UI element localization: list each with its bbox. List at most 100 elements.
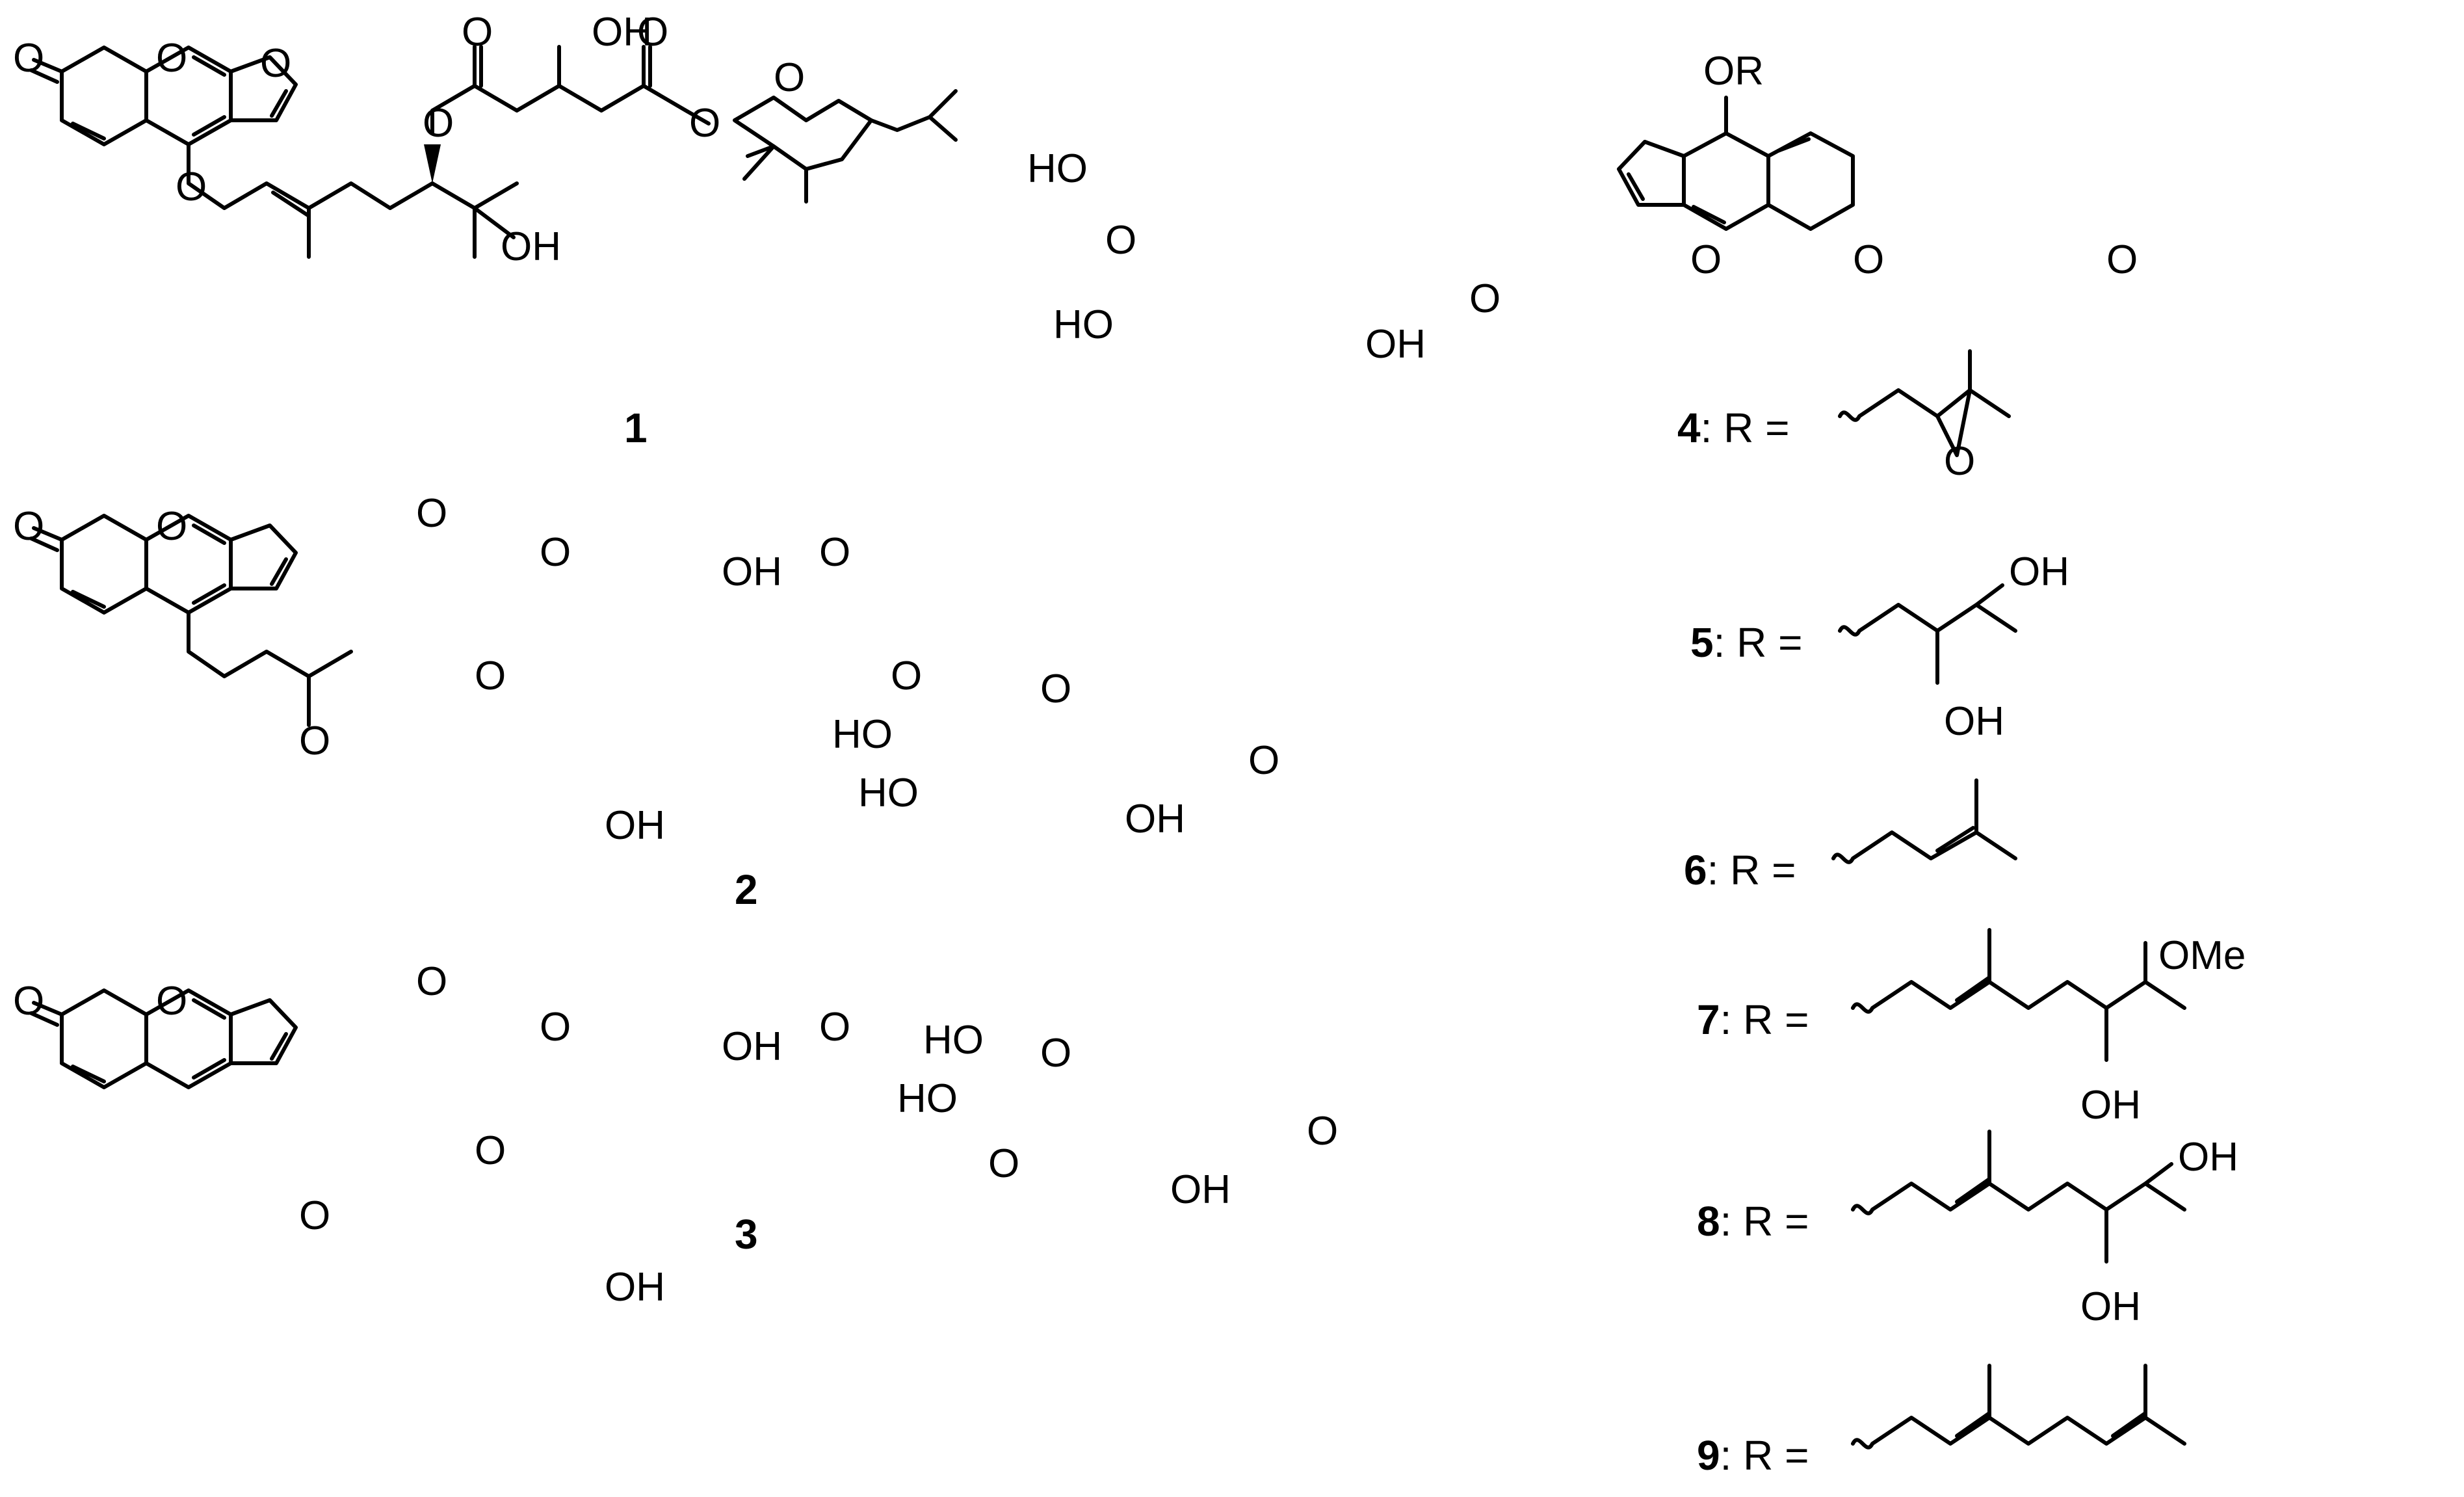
c3-carbonyl-o-2: O xyxy=(540,1005,571,1050)
c3-ether-o: O xyxy=(299,1193,330,1238)
c3-oh-1: OH xyxy=(722,1024,782,1069)
c3-furan-o: O xyxy=(416,959,447,1004)
compound-9-id: 9 xyxy=(1697,1432,1720,1479)
c1-pyranone-double xyxy=(71,122,106,140)
c1-ring-o-2: O xyxy=(1105,218,1136,263)
compound-2-labels: O O O O O O OH O O HO O HO OH O OH 2 xyxy=(13,491,1279,913)
c1-carbonyl-o: O xyxy=(13,36,44,81)
c1-ring-o: O xyxy=(156,36,187,81)
compound-7-id: 7 xyxy=(1697,996,1720,1043)
core-structure-4-9 xyxy=(1617,96,1855,231)
c3-ring-o-2: O xyxy=(1040,1031,1071,1076)
c1-sugar-ho-2: HO xyxy=(1053,302,1114,347)
c2-carbonyl-o-2: O xyxy=(540,530,571,575)
svg-text:4: R =: 4: R = xyxy=(1677,404,1790,451)
c3-carbonyl-o: O xyxy=(13,979,44,1024)
r4-epoxide-chain xyxy=(1838,349,2011,457)
r-label-6: : R = xyxy=(1707,847,1796,894)
compound-1-labels: O O O O O O O O OH OH O O HO HO OH O 1 xyxy=(13,10,1501,451)
c1-carbonyl xyxy=(32,58,64,73)
svg-text:8: R =: 8: R = xyxy=(1697,1198,1809,1245)
compound-3-labels: O O O O O O OH O HO HO O O OH O OH 3 xyxy=(13,959,1338,1310)
compound-8-id: 8 xyxy=(1697,1198,1720,1245)
c2-side-chain xyxy=(187,611,353,727)
svg-text:7: R =: 7: R = xyxy=(1697,996,1809,1043)
c2-sugar-oh: OH xyxy=(1125,797,1185,841)
c3-ring-o: O xyxy=(156,979,187,1024)
c1-tertiary-oh xyxy=(430,181,519,259)
r8-oh-2: OH xyxy=(2080,1284,2141,1329)
r-group-4: 4: R = O xyxy=(1677,349,2011,484)
c1-ether-o: O xyxy=(176,165,207,209)
r5-oh-2: OH xyxy=(1944,699,2004,744)
svg-text:5: R =: 5: R = xyxy=(1690,619,1803,666)
r-group-9: 9: R = xyxy=(1697,1364,2186,1479)
core-pyranone xyxy=(1766,131,1855,231)
compound-2-structure xyxy=(29,514,353,727)
core-benzene xyxy=(1682,131,1770,231)
c3-sugar-ho-2: HO xyxy=(897,1076,958,1121)
r4-epoxide-o: O xyxy=(1944,439,1975,484)
c2-ring-o-2: O xyxy=(1040,667,1071,711)
c1-ester-o-2: O xyxy=(423,101,454,146)
compound-4-id: 4 xyxy=(1677,404,1701,451)
r5-chain xyxy=(1838,583,2017,685)
c2-ether-o: O xyxy=(299,719,330,763)
r-label-9: : R = xyxy=(1720,1432,1809,1479)
r6-prenyl xyxy=(1831,778,2017,864)
r-group-7: 7: R = OMe OH xyxy=(1697,928,2246,1128)
svg-text:9: R =: 9: R = xyxy=(1697,1432,1809,1479)
c3-ester-o: O xyxy=(475,1128,506,1173)
r-group-5: 5: R = OH OH xyxy=(1690,550,2069,744)
compound-1-structure xyxy=(29,45,958,259)
c2-oh-2: OH xyxy=(605,803,665,848)
c1-carbonyl-o-3: O xyxy=(637,10,668,55)
svg-text:6: R =: 6: R = xyxy=(1684,847,1796,894)
c2-furan-o: O xyxy=(416,491,447,536)
c2-carbonyl-o: O xyxy=(13,504,44,549)
c2-benzene xyxy=(144,514,233,615)
c1-furan-ring xyxy=(229,55,298,122)
c3-sugar-oh: OH xyxy=(1170,1167,1231,1212)
c1-pyranone-ring xyxy=(60,46,148,146)
c2-oh-1: OH xyxy=(722,550,782,594)
c2-furan xyxy=(229,523,298,590)
r-label-7: : R = xyxy=(1720,996,1809,1043)
r8-oh-1: OH xyxy=(2178,1135,2238,1180)
c1-benzene-double xyxy=(192,55,226,137)
r7-ome: OMe xyxy=(2158,933,2246,978)
c1-sugar-ho-1: HO xyxy=(1027,146,1088,191)
c3-furan xyxy=(229,998,298,1065)
c2-sugar-ho-1: HO xyxy=(832,712,893,757)
c1-furan-double xyxy=(270,89,288,118)
core-furan xyxy=(1617,140,1686,207)
core-labels: OR O O O xyxy=(1690,49,2138,282)
c1-ester-o-1: O xyxy=(774,55,805,100)
c3-sugar-ho-1: HO xyxy=(923,1018,984,1063)
c2-glyco-o: O xyxy=(1248,738,1279,783)
c1-wedge-bond xyxy=(424,144,441,183)
c3-carbonyl-o-3: O xyxy=(819,1005,850,1050)
r5-oh-1: OH xyxy=(2009,550,2069,594)
c1-furan-o: O xyxy=(260,41,291,86)
r-group-8: 8: R = OH OH xyxy=(1697,1130,2238,1329)
c3-oh-2: OH xyxy=(605,1265,665,1310)
c2-pyranone xyxy=(29,514,148,615)
c2-ester-o: O xyxy=(475,654,506,698)
c1-chain-2 xyxy=(307,181,434,210)
core-or: OR xyxy=(1703,49,1764,94)
c1-carbonyl-o-2: O xyxy=(462,10,493,55)
compound-3-structure xyxy=(29,988,298,1089)
r7-chain xyxy=(1851,928,2186,1062)
c3-pyranone xyxy=(29,988,148,1089)
c3-glyco-o: O xyxy=(1307,1109,1338,1154)
c1-ester-chain xyxy=(430,45,711,135)
compound-5-id: 5 xyxy=(1690,619,1714,666)
r9-geranyl xyxy=(1851,1364,2186,1450)
c1-sugar-ring xyxy=(733,96,873,171)
c1-oh-1: OH xyxy=(592,10,652,55)
compound-3-id: 3 xyxy=(735,1211,758,1258)
c2-sugar-ho-2: HO xyxy=(858,771,919,815)
c1-benzene-ring xyxy=(144,46,233,146)
